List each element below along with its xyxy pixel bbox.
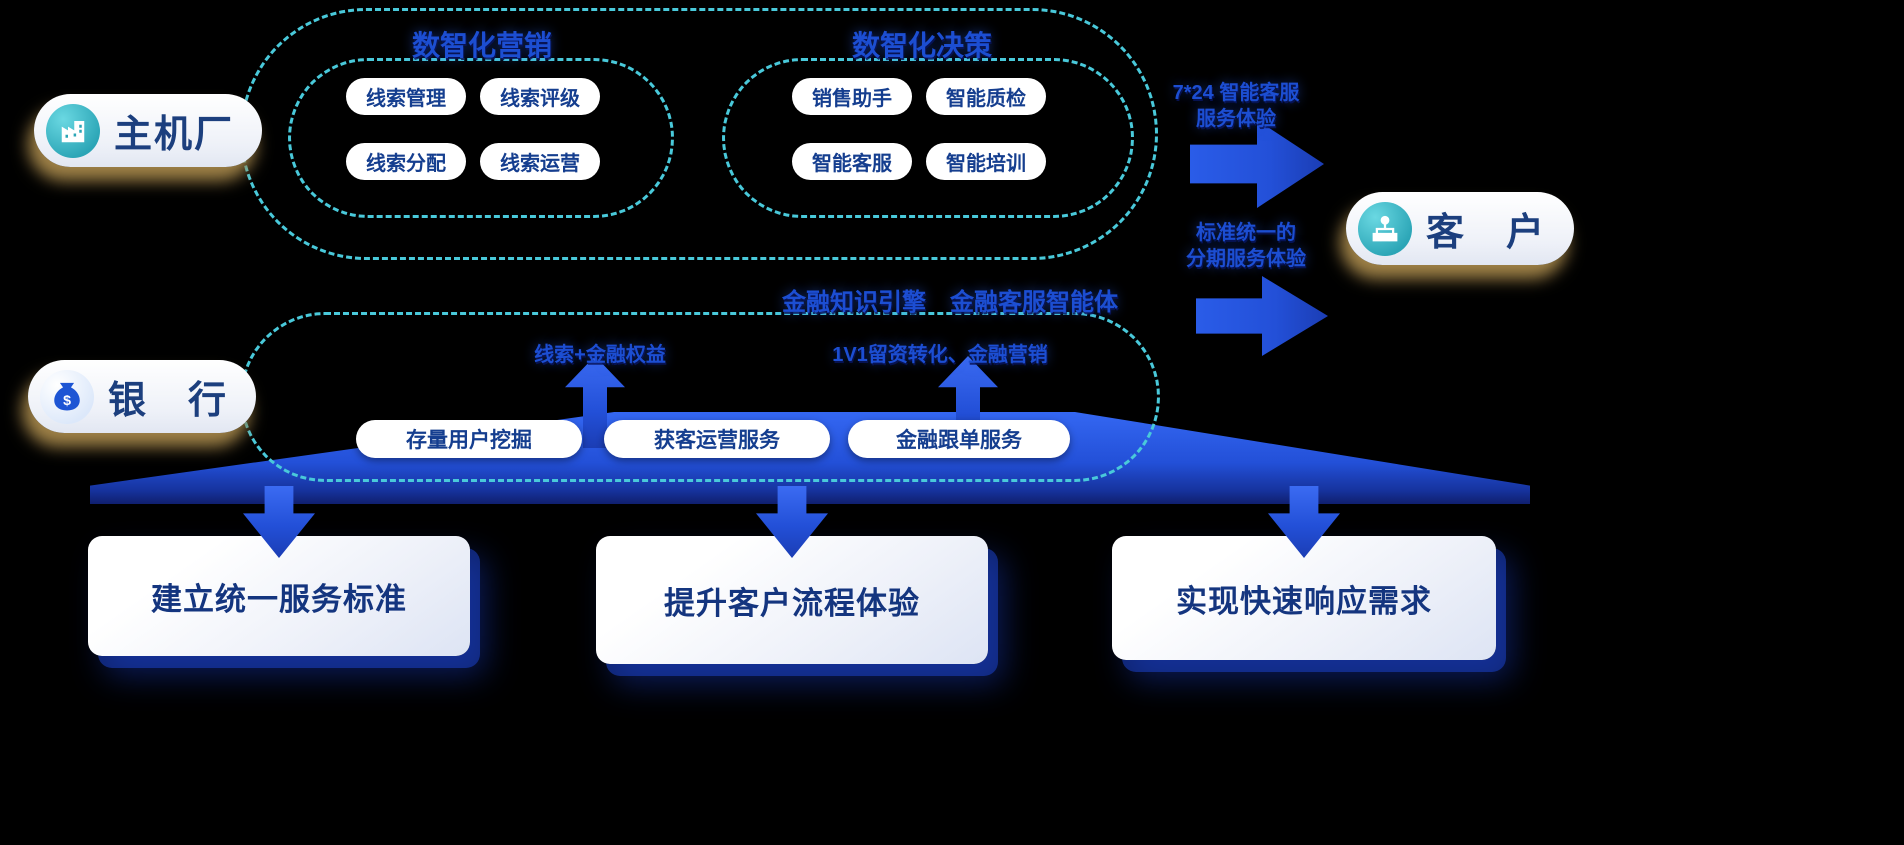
service-pill: 金融跟单服务: [848, 420, 1070, 458]
entity-bank-label: 银 行: [108, 380, 229, 422]
flow-text-top: 7*24 智能客服 服务体验: [1154, 80, 1318, 132]
moneybag-icon: $: [40, 369, 94, 424]
finance-engine-title: 金融知识引擎 金融客服智能体: [782, 289, 1118, 316]
entity-oem: 主机厂: [34, 94, 263, 167]
marketing-group-title: 数智化营销: [412, 30, 553, 61]
capability-pill: 智能培训: [926, 143, 1046, 180]
decision-group-box: [722, 58, 1134, 218]
decision-group-title: 数智化决策: [852, 30, 993, 61]
capability-pill: 销售助手: [792, 78, 912, 115]
marketing-pill-grid: 线索管理 线索评级 线索分配 线索运营: [346, 78, 600, 180]
customer-org-icon: [1358, 201, 1412, 256]
capability-pill: 线索运营: [480, 143, 600, 180]
flow-text-top-line2: 服务体验: [1196, 108, 1276, 130]
service-pill: 获客运营服务: [604, 420, 830, 458]
right-arrow: [1196, 276, 1328, 356]
entity-customer-label: 客 户: [1426, 212, 1547, 254]
factory-icon: [46, 103, 100, 158]
decision-pill-grid: 销售助手 智能质检 智能客服 智能培训: [792, 78, 1046, 180]
capability-pill: 线索分配: [346, 143, 466, 180]
capability-pill: 智能客服: [792, 143, 912, 180]
capability-pill: 智能质检: [926, 78, 1046, 115]
finance-right-label: 1V1留资转化、金融营销: [832, 344, 1048, 366]
capability-pill: 线索评级: [480, 78, 600, 115]
capability-pill: 线索管理: [346, 78, 466, 115]
right-arrow: [1190, 120, 1324, 208]
entity-oem-label: 主机厂: [114, 114, 235, 156]
flow-text-bottom: 标准统一的 分期服务体验: [1164, 220, 1328, 272]
svg-text:$: $: [63, 392, 71, 408]
marketing-group-box: [288, 58, 674, 218]
entity-customer: 客 户: [1346, 192, 1575, 265]
entity-bank: $ 银 行: [28, 360, 257, 433]
flow-text-top-line1: 7*24 智能客服: [1172, 82, 1300, 104]
service-pill: 存量用户挖掘: [356, 420, 582, 458]
flow-text-bottom-line1: 标准统一的: [1196, 222, 1296, 244]
finance-left-label: 线索+金融权益: [534, 344, 666, 366]
flow-text-bottom-line2: 分期服务体验: [1186, 248, 1306, 270]
